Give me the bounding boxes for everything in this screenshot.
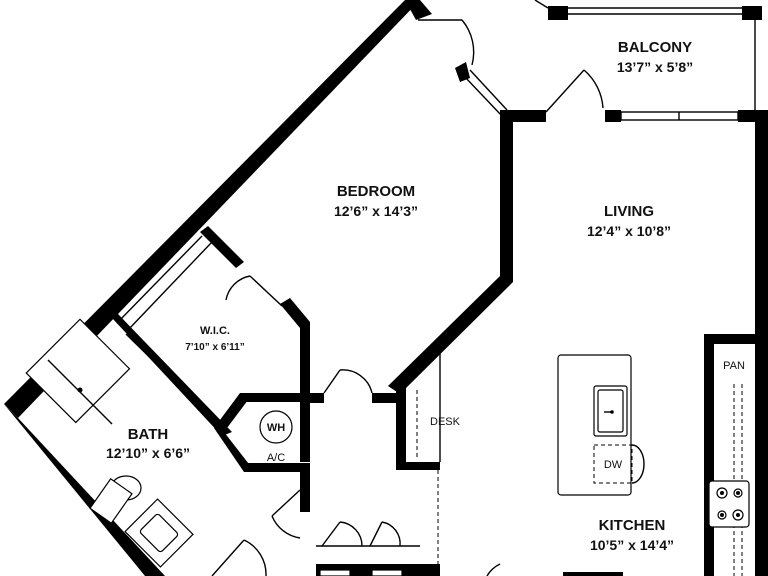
bath-lower-wall xyxy=(4,404,165,576)
living-door-leaf xyxy=(545,69,585,113)
bedroom-dims: 12’6” x 14’3” xyxy=(334,203,418,219)
balcony-post-right xyxy=(742,6,762,20)
shower-drain xyxy=(77,387,83,393)
balcony-post-left xyxy=(548,6,568,20)
mech-bottom-wall xyxy=(244,463,310,472)
living-name: LIVING xyxy=(604,203,654,220)
dishwasher xyxy=(593,444,633,484)
wh-label: WH xyxy=(267,422,285,434)
shower xyxy=(25,318,131,424)
exterior-diagonal-wall xyxy=(4,0,420,418)
bedroom-name: BEDROOM xyxy=(337,183,415,200)
bedroom-door-arc-top xyxy=(461,19,475,66)
wic-top-wall xyxy=(200,226,244,268)
kitchen-name: KITCHEN xyxy=(599,517,666,534)
pantry-top-wall xyxy=(704,334,768,344)
desk-left-wall xyxy=(396,388,406,470)
bath-name: BATH xyxy=(128,426,169,443)
balcony-door-jamb-right xyxy=(738,110,756,122)
bedroom-top-wall xyxy=(405,0,432,20)
bay-window-inner xyxy=(469,69,508,111)
wic-dims: 7’10” x 6’11” xyxy=(185,342,245,353)
water-heater xyxy=(259,410,293,444)
kitchen-dims: 10’5” x 14’4” xyxy=(590,537,674,553)
wic-right-wall xyxy=(280,298,310,328)
living-door-arc xyxy=(583,69,604,109)
bay-post xyxy=(455,62,470,82)
bath-sink xyxy=(139,513,179,553)
mech-top-wall xyxy=(240,393,310,402)
wic-lower-wall xyxy=(112,314,232,436)
balcony-door-jamb-left xyxy=(605,110,621,122)
pantry-left-wall xyxy=(704,334,714,576)
bedroom-diagonal-wall xyxy=(388,276,513,394)
bottom-door-arc xyxy=(486,563,501,576)
wic-mech-wall xyxy=(300,322,310,462)
wic-door-arc xyxy=(225,275,251,301)
pantry-label: PAN xyxy=(723,360,745,372)
bath-dims: 12’10” x 6’6” xyxy=(106,445,190,461)
wic-name: W.I.C. xyxy=(200,325,230,337)
ac-label: A/C xyxy=(267,452,285,464)
dishwasher-label: DW xyxy=(604,459,623,471)
hall-door-arc xyxy=(339,369,373,394)
desk-label: DESK xyxy=(430,416,461,428)
balcony-dims: 13’7” x 5’8” xyxy=(617,59,693,75)
bath-door-arc xyxy=(271,515,301,539)
living-dims: 12’4” x 10’8” xyxy=(587,223,671,239)
bedroom-living-wall xyxy=(500,110,513,282)
desk-bottom-wall xyxy=(396,462,440,470)
stove xyxy=(708,480,750,528)
wic-shelf-top xyxy=(117,235,203,323)
bay-window-outer xyxy=(463,75,503,117)
balcony-corner-line xyxy=(534,0,549,9)
balcony-name: BALCONY xyxy=(618,39,692,56)
